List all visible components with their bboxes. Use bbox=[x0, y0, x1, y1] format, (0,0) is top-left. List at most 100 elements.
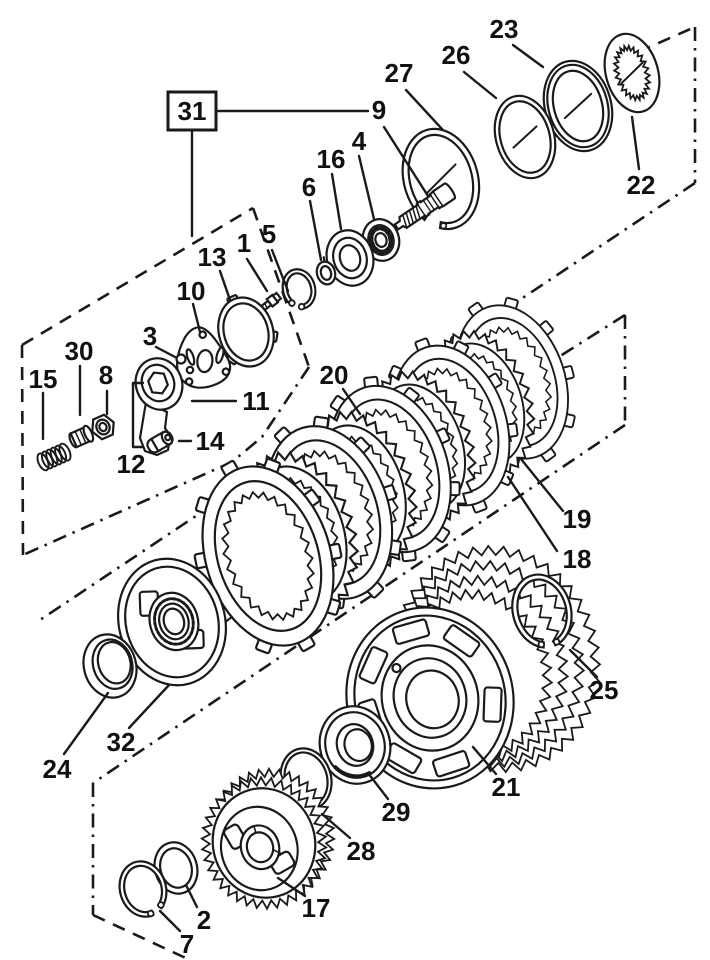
callout-15-label: 15 bbox=[29, 364, 58, 394]
part-21-rivet-hole bbox=[391, 662, 402, 674]
part-3-ball-bearing bbox=[175, 353, 187, 365]
callout-18-leader bbox=[506, 475, 559, 553]
part-23-retaining-ring bbox=[542, 59, 614, 153]
callout-10-leader bbox=[191, 302, 202, 334]
part-15-spring bbox=[36, 442, 72, 472]
part-13-inner bbox=[222, 302, 270, 362]
callout-4-label: 4 bbox=[352, 126, 367, 156]
callout-24-label: 24 bbox=[43, 754, 72, 784]
callout-13-label: 13 bbox=[198, 242, 227, 272]
part-30-ridge bbox=[79, 428, 87, 444]
callout-9-leader bbox=[382, 125, 430, 198]
part-17-face-rim bbox=[219, 805, 299, 892]
callout-27-label: 27 bbox=[385, 58, 414, 88]
callout-2-label: 2 bbox=[197, 905, 211, 935]
callout-22-leader bbox=[630, 115, 641, 171]
part-27-ring-end-eye bbox=[439, 222, 448, 230]
part-13-tabbed-retainer-ring bbox=[217, 294, 279, 368]
callout-4-leader bbox=[357, 154, 376, 221]
callout-10-label: 10 bbox=[177, 276, 206, 306]
part-1-thread bbox=[264, 302, 268, 309]
part-10-slot bbox=[215, 346, 225, 365]
part-26-plain-ring bbox=[493, 94, 557, 180]
part-32-rim bbox=[124, 565, 220, 679]
callout-21-label: 21 bbox=[492, 772, 521, 802]
boundary-lower-left-bottom bbox=[92, 913, 191, 960]
part-27-axis-line bbox=[425, 163, 457, 195]
callout-layer: 1234567891011121314151617181920212223242… bbox=[29, 14, 656, 959]
callout-7-label: 7 bbox=[180, 929, 194, 959]
callout-20-label: 20 bbox=[320, 360, 349, 390]
basket-slot bbox=[442, 624, 481, 658]
callout-31-label: 31 bbox=[178, 96, 207, 126]
callout-19-label: 19 bbox=[563, 504, 592, 534]
callout-21-leader bbox=[471, 745, 498, 776]
part-14-step bbox=[150, 437, 160, 453]
part-10-bolt-hole bbox=[221, 367, 231, 377]
part-30-flange bbox=[82, 424, 95, 443]
callout-24-leader bbox=[62, 691, 110, 756]
part-16-bore bbox=[338, 244, 362, 272]
part-6-inner bbox=[319, 265, 333, 281]
part-5-snap-ring bbox=[281, 268, 317, 311]
part-24-lip bbox=[96, 640, 132, 685]
callout-3-leader bbox=[154, 345, 177, 359]
callout-25-label: 25 bbox=[590, 675, 619, 705]
part-11-hex-hole bbox=[146, 371, 170, 395]
part-5-ring-end-eye bbox=[297, 302, 306, 311]
part-7-snap-ring bbox=[118, 860, 168, 918]
basket-slot bbox=[432, 750, 471, 778]
part-21-finger-slots bbox=[357, 618, 503, 778]
friction-plate bbox=[193, 457, 343, 655]
part-17-clutch-hub-gear bbox=[199, 766, 336, 911]
callout-29-leader bbox=[366, 771, 390, 801]
callout-5-label: 5 bbox=[262, 219, 276, 249]
part-32-spline bbox=[153, 597, 195, 646]
boundary-upper-left-top bbox=[21, 206, 254, 347]
part-9-shaft-body bbox=[393, 182, 457, 231]
part-1-head-cap bbox=[271, 291, 283, 303]
callout-7-leader bbox=[158, 909, 182, 933]
part-26-axis-line bbox=[512, 125, 538, 149]
callout-25-leader bbox=[568, 648, 599, 679]
callout-26-leader bbox=[462, 70, 498, 100]
callout-1-label: 1 bbox=[237, 228, 251, 258]
part-4-bore bbox=[374, 232, 388, 248]
part-3-ball bbox=[175, 353, 195, 375]
callout-31-box bbox=[166, 90, 218, 132]
callout-26-label: 26 bbox=[442, 40, 471, 70]
part-32-bore-inner bbox=[162, 607, 186, 636]
callout-14-label: 14 bbox=[196, 426, 225, 456]
part-14-worm-pin bbox=[146, 430, 174, 454]
part-8-hole bbox=[98, 421, 108, 433]
callout-29-label: 29 bbox=[382, 797, 411, 827]
boundary-upper-left-bottom bbox=[22, 366, 311, 557]
part-23-axis-line bbox=[563, 92, 593, 120]
part-11-head-rim bbox=[140, 363, 176, 403]
callout-28-label: 28 bbox=[347, 836, 376, 866]
part-2-thrust-ring bbox=[153, 841, 199, 895]
part-9-thread-hatching bbox=[402, 190, 444, 229]
part-25-ring-end-eye bbox=[537, 640, 546, 649]
basket-slot bbox=[482, 686, 503, 723]
part-6-washer bbox=[315, 260, 337, 286]
part-14-end-hole bbox=[164, 433, 172, 442]
part-10-bolt-hole bbox=[184, 377, 194, 386]
part-22-axis-line bbox=[620, 61, 644, 85]
part-5-ring-end-eye bbox=[288, 299, 296, 307]
part-3-small-ball bbox=[185, 365, 195, 375]
boundary-upper-left-left bbox=[20, 344, 25, 556]
part-15-coil bbox=[54, 444, 68, 464]
callout-17-leader bbox=[276, 876, 307, 898]
callout-19-leader bbox=[519, 457, 565, 513]
callout-23-leader bbox=[511, 43, 545, 69]
callout-18-label: 18 bbox=[563, 544, 592, 574]
callout-13-leader bbox=[218, 269, 232, 302]
callout-17-label: 17 bbox=[302, 893, 331, 923]
callout-6-label: 6 bbox=[302, 172, 316, 202]
part-21-bore bbox=[405, 669, 460, 730]
part-29-shading bbox=[333, 765, 372, 779]
callout-20-leader bbox=[341, 387, 362, 416]
part-29-bearing bbox=[318, 705, 392, 785]
boundary-upper-left-right bbox=[251, 207, 311, 368]
